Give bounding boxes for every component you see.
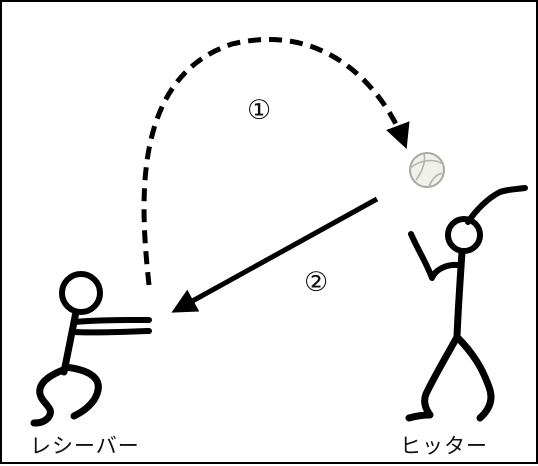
receiver-label: レシーバー (30, 430, 140, 460)
attack-trajectory-arrow (178, 199, 377, 309)
volleyball-icon (410, 153, 444, 187)
pass-trajectory-arrow (144, 39, 404, 285)
hitter-figure (409, 188, 525, 418)
step-1-label: ① (247, 95, 271, 126)
receiver-figure (34, 274, 149, 423)
hitter-label: ヒッター (400, 430, 488, 460)
step-2-label: ② (304, 267, 328, 298)
